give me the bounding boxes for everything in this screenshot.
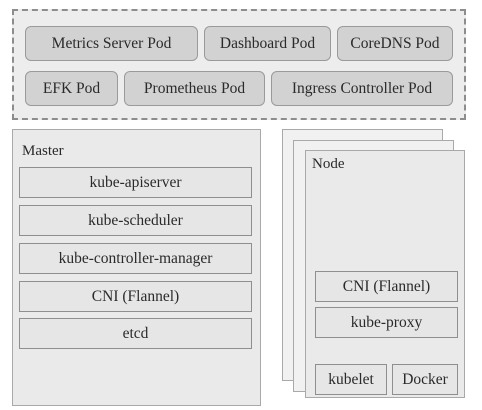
pod-ingress-controller: Ingress Controller Pod bbox=[271, 71, 453, 106]
master-title: Master bbox=[22, 143, 64, 159]
node-cni-flannel: CNI (Flannel) bbox=[315, 271, 458, 302]
pod-coredns: CoreDNS Pod bbox=[337, 26, 453, 61]
pod-efk: EFK Pod bbox=[25, 71, 118, 106]
node-title: Node bbox=[312, 156, 345, 172]
master-cni-flannel: CNI (Flannel) bbox=[19, 281, 252, 312]
master-kube-controller-manager: kube-controller-manager bbox=[19, 243, 252, 274]
pod-dashboard: Dashboard Pod bbox=[204, 26, 331, 61]
master-etcd: etcd bbox=[19, 318, 252, 349]
pod-prometheus: Prometheus Pod bbox=[124, 71, 265, 106]
node-kubelet: kubelet bbox=[315, 364, 387, 395]
node-docker: Docker bbox=[392, 364, 458, 395]
pod-metrics-server: Metrics Server Pod bbox=[25, 26, 198, 61]
node-kube-proxy: kube-proxy bbox=[315, 307, 458, 338]
master-kube-scheduler: kube-scheduler bbox=[19, 205, 252, 236]
master-kube-apiserver: kube-apiserver bbox=[19, 167, 252, 198]
